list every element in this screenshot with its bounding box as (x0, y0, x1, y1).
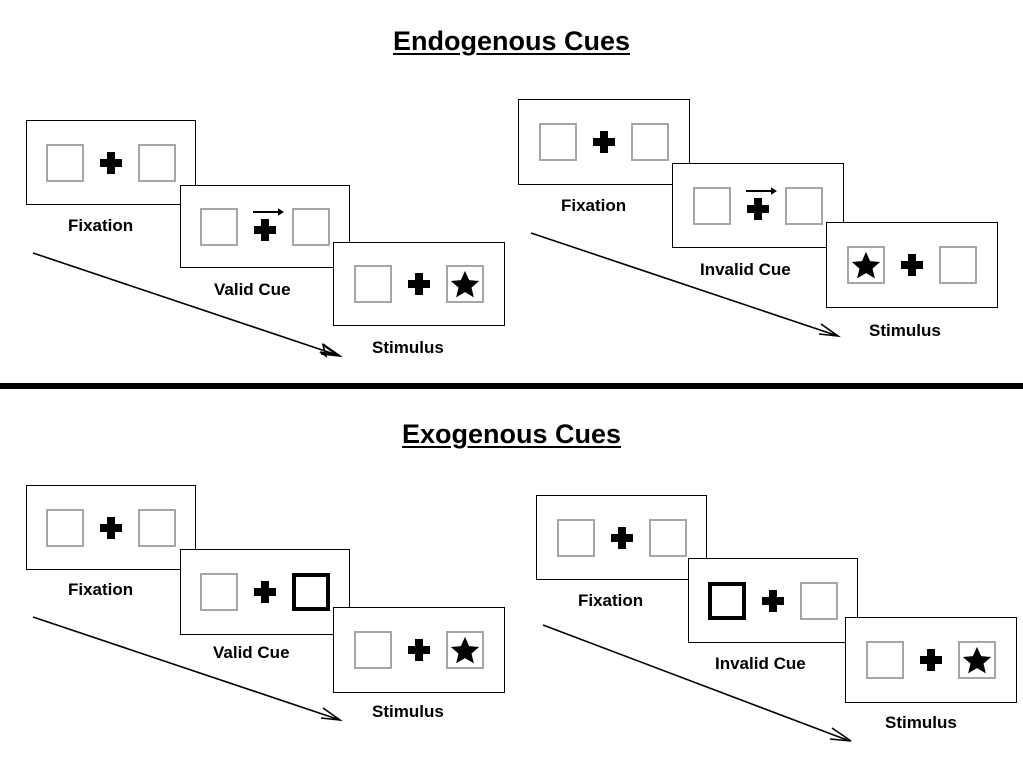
panel-exogenous-invalid-stimulus (845, 617, 1017, 703)
left-box (693, 186, 731, 225)
time-arrow-endogenous-valid (32, 252, 343, 358)
panel-exogenous-invalid-cue (688, 558, 858, 643)
right-box (785, 186, 823, 225)
caption-endogenous-valid-cue: Valid Cue (214, 280, 291, 299)
section-divider (0, 383, 1023, 389)
right-box (138, 508, 176, 547)
fixation-cell (746, 186, 777, 225)
fixation-cell (408, 265, 430, 303)
fixation-cell (254, 573, 276, 611)
panel-exogenous-invalid-fixation (536, 495, 707, 580)
fixation-cross-icon (254, 581, 276, 603)
fixation-cross-icon (920, 649, 942, 671)
arrow-cue-right-icon (746, 186, 777, 195)
panel-endogenous-valid-fixation (26, 120, 196, 205)
fixation-cross-icon (610, 526, 633, 549)
right-box (446, 265, 484, 303)
right-box (631, 123, 669, 161)
caption-exogenous-valid-fixation: Fixation (68, 580, 134, 599)
left-box (354, 265, 392, 303)
left-box (46, 143, 84, 182)
time-arrow-exogenous-valid (32, 616, 343, 722)
caption-endogenous-valid-stimulus: Stimulus (372, 338, 444, 357)
right-box (939, 246, 977, 284)
fixation-cross-icon (901, 254, 923, 276)
fixation-cross-icon (100, 151, 122, 174)
panel-endogenous-valid-stimulus (333, 242, 505, 326)
caption-endogenous-invalid-stimulus: Stimulus (869, 321, 941, 340)
left-box (539, 123, 577, 161)
caption-exogenous-invalid-fixation: Fixation (578, 591, 644, 610)
left-box (46, 508, 84, 547)
right-box (292, 207, 330, 246)
fixation-cell (100, 144, 122, 182)
panel-exogenous-valid-cue (180, 549, 350, 635)
caption-endogenous-valid-fixation: Fixation (68, 216, 134, 235)
right-box (958, 641, 996, 679)
fixation-cell (920, 641, 942, 679)
panel-endogenous-valid-cue (180, 185, 350, 268)
caption-exogenous-invalid-stimulus: Stimulus (885, 713, 957, 732)
caption-exogenous-valid-cue: Valid Cue (213, 643, 290, 662)
left-box-cued (708, 581, 746, 620)
left-box (200, 573, 238, 611)
panel-exogenous-valid-stimulus (333, 607, 505, 693)
star-icon (450, 270, 480, 298)
fixation-cell (100, 509, 122, 547)
caption-endogenous-invalid-cue: Invalid Cue (700, 260, 791, 279)
fixation-cross-icon (408, 273, 430, 295)
caption-endogenous-invalid-fixation: Fixation (561, 196, 627, 215)
panel-endogenous-invalid-fixation (518, 99, 690, 185)
right-box (800, 581, 838, 620)
star-icon (851, 251, 881, 279)
fixation-cell (593, 123, 615, 161)
right-box (648, 518, 687, 557)
right-box (446, 631, 484, 669)
panel-endogenous-invalid-cue (672, 163, 844, 248)
fixation-cross-icon (593, 131, 615, 153)
fixation-cross-icon (254, 218, 276, 241)
fixation-cell (408, 631, 430, 669)
fixation-cell (762, 582, 784, 620)
section-title-endogenous: Endogenous Cues (392, 26, 630, 56)
fixation-cell (610, 519, 633, 557)
caption-exogenous-invalid-cue: Invalid Cue (715, 654, 806, 673)
panel-endogenous-invalid-stimulus (826, 222, 998, 308)
time-arrow-endogenous-invalid (530, 232, 841, 338)
left-box (200, 207, 238, 246)
arrow-cue-right-icon (253, 207, 284, 216)
left-box (556, 518, 595, 557)
star-icon (962, 646, 992, 674)
fixation-cell (253, 207, 284, 246)
right-box-cued (292, 573, 330, 611)
section-title-exogenous: Exogenous Cues (401, 419, 622, 449)
panel-exogenous-valid-fixation (26, 485, 196, 570)
caption-exogenous-valid-stimulus: Stimulus (372, 702, 444, 721)
right-box (138, 143, 176, 182)
fixation-cross-icon (100, 516, 122, 539)
star-icon (450, 636, 480, 664)
time-arrow-exogenous-invalid (542, 624, 852, 742)
left-box (866, 641, 904, 679)
fixation-cell (901, 246, 923, 284)
fixation-cross-icon (762, 589, 784, 612)
fixation-cross-icon (408, 639, 430, 661)
left-box (354, 631, 392, 669)
fixation-cross-icon (747, 197, 769, 220)
left-box (847, 246, 885, 284)
